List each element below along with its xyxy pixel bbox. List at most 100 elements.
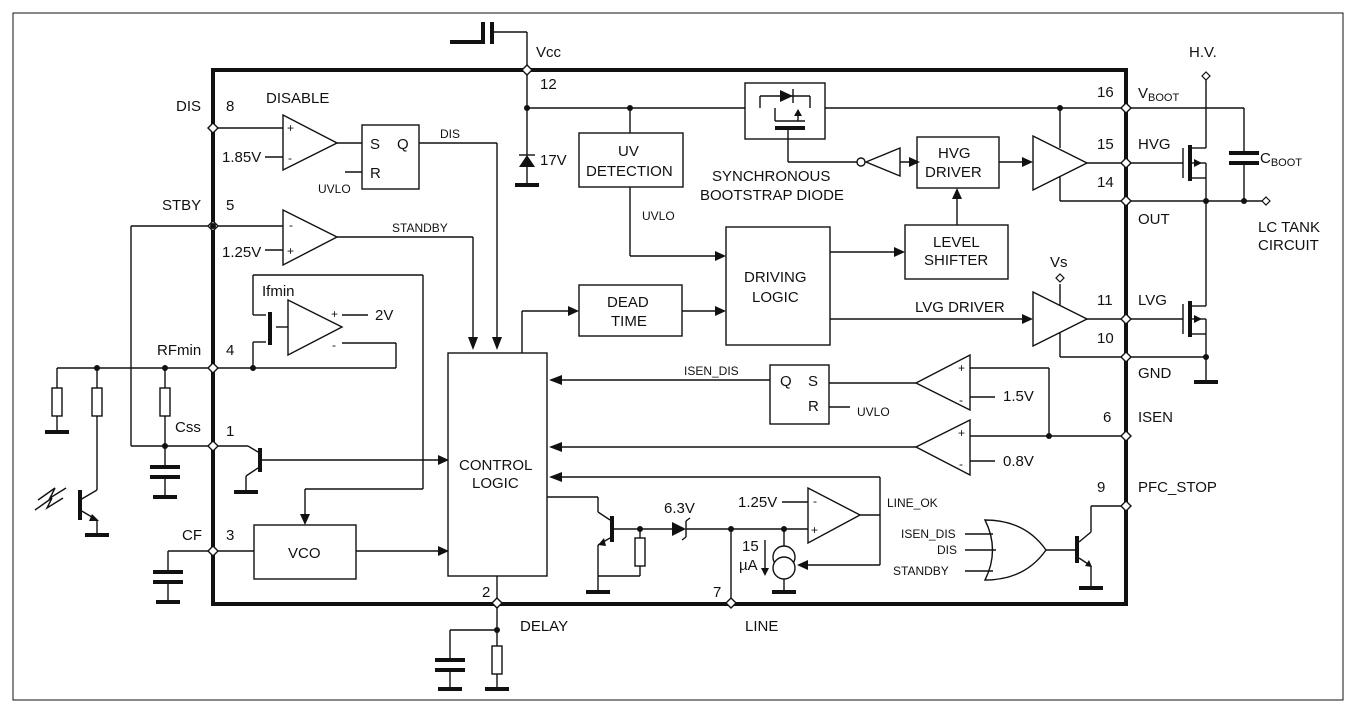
- standby-comparator: - + 1.25V STANDBY: [210, 208, 478, 350]
- svg-text:+: +: [331, 307, 338, 321]
- pin-16: 16: [1097, 84, 1114, 101]
- svg-text:-: -: [959, 393, 963, 407]
- svg-text:-: -: [813, 494, 817, 508]
- svg-text:-: -: [288, 151, 292, 165]
- pin-9: 9: [1097, 479, 1105, 496]
- hvg-driver-label-2: DRIVER: [925, 164, 982, 181]
- ifmin-section: Ifmin + - 2V: [218, 274, 424, 489]
- sync-label-2: BOOTSTRAP DIODE: [700, 187, 844, 204]
- control-logic-label-1: CONTROL: [459, 457, 532, 474]
- v63-label: 6.3V: [664, 500, 695, 517]
- vco-section: VCO: [218, 488, 449, 580]
- vcc-section: Vcc 12 17V: [450, 22, 1126, 187]
- driving-logic-block: [725, 226, 831, 346]
- v08-label: 0.8V: [1003, 453, 1034, 470]
- pin-5: 5: [226, 197, 234, 214]
- sync-label-1: SYNCHRONOUS: [712, 168, 830, 185]
- pin-delay-label: DELAY: [520, 618, 568, 635]
- control-logic-block: [447, 352, 548, 577]
- disable-label: DISABLE: [266, 90, 329, 107]
- pin-isen-label: ISEN: [1138, 409, 1173, 426]
- left-external-network: [34, 225, 208, 604]
- line-ok-label: LINE_OK: [887, 496, 938, 510]
- level-shifter-label-2: SHIFTER: [924, 252, 988, 269]
- pin-dis-label: DIS: [176, 98, 201, 115]
- svg-text:+: +: [287, 244, 294, 258]
- pin-2: 2: [482, 584, 490, 601]
- svg-text:Q: Q: [397, 136, 409, 153]
- vcc-pin-marker: [521, 64, 533, 76]
- pin-markers-right: [1120, 102, 1132, 512]
- ic-body: [211, 68, 1128, 606]
- lc-tank-label-2: CIRCUIT: [1258, 237, 1319, 254]
- v15-label: 1.5V: [1003, 388, 1034, 405]
- pin-line-label: LINE: [745, 618, 778, 635]
- pin-cf-label: CF: [182, 527, 202, 544]
- dis-signal-label: DIS: [440, 127, 460, 141]
- lvg-driver-label: LVG DRIVER: [915, 299, 1005, 316]
- svg-text:R: R: [808, 398, 819, 415]
- uvlo-label-3: UVLO: [857, 405, 890, 419]
- uv-label-2: DETECTION: [586, 163, 673, 180]
- svg-text:-: -: [332, 338, 336, 352]
- i15-label-b: µA: [739, 557, 758, 574]
- pin-15: 15: [1097, 136, 1114, 153]
- hvg-driver-label-1: HVG: [938, 145, 971, 162]
- svg-text:+: +: [958, 361, 965, 375]
- control-logic-label-2: LOGIC: [472, 475, 519, 492]
- figure-frame: [12, 12, 1344, 701]
- svg-text:R: R: [370, 165, 381, 182]
- svg-text:S: S: [370, 136, 380, 153]
- svg-text:+: +: [811, 523, 818, 537]
- pin-11: 11: [1097, 292, 1113, 309]
- pin-4: 4: [226, 342, 234, 359]
- isen-latch: [769, 364, 830, 425]
- hv-label: H.V.: [1189, 44, 1217, 61]
- sync-bootstrap-diode: SYNCHRONOUS BOOTSTRAP DIODE: [700, 82, 844, 204]
- svg-text:Q: Q: [780, 373, 792, 390]
- pin-3: 3: [226, 527, 234, 544]
- half-bridge: H.V. CBOOT LC TANK CIRCUIT: [1131, 44, 1320, 384]
- disable-comparator: DISABLE + - 1.85V S Q R UVLO DIS: [218, 90, 502, 350]
- pin-10: 10: [1097, 330, 1114, 347]
- dead-time-block: [578, 284, 683, 337]
- driving-logic-label-2: LOGIC: [752, 289, 799, 306]
- cboot-label: CBOOT: [1260, 150, 1302, 169]
- v125b-label: 1.25V: [738, 494, 777, 511]
- ifmin-label: Ifmin: [262, 283, 295, 300]
- svg-text:+: +: [958, 426, 965, 440]
- disable-latch: [361, 124, 420, 190]
- or-input-dis: DIS: [937, 543, 957, 557]
- isen-comparators: + - 1.5V Q S R UVLO ISEN_DIS + - 0.8V: [549, 353, 1126, 477]
- css-transistor: [218, 445, 449, 494]
- uvlo-label-1: UVLO: [318, 182, 351, 196]
- light-arrow-icon: [37, 487, 67, 501]
- hvg-driver-block: [916, 136, 1000, 189]
- or-input-standby: STANDBY: [893, 564, 949, 578]
- level-shifter-block: [904, 224, 1009, 280]
- uvlo-label-2: UVLO: [642, 209, 675, 223]
- pin-rfmin-label: RFmin: [157, 342, 201, 359]
- svg-text:-: -: [289, 218, 293, 232]
- lc-tank-label-1: LC TANK: [1258, 219, 1320, 236]
- uv-label-1: UV: [618, 143, 639, 160]
- pin-14: 14: [1097, 174, 1114, 191]
- svg-text:-: -: [959, 457, 963, 471]
- vco-block: [253, 524, 357, 580]
- pin-out-label: OUT: [1138, 211, 1170, 228]
- vs-label: Vs: [1050, 254, 1068, 271]
- pin-12: 12: [540, 76, 557, 93]
- pin-stby-label: STBY: [162, 197, 201, 214]
- pfc-stop-section: ISEN_DIS DIS STANDBY: [893, 505, 1126, 590]
- zener-17v-icon: [519, 155, 535, 167]
- uv-detection-section: UV DETECTION UVLO: [578, 132, 726, 261]
- pin-lvg-label: LVG: [1138, 292, 1167, 309]
- pin-1: 1: [226, 423, 234, 440]
- uv-detection-block: [578, 132, 684, 188]
- level-shifter-label-1: LEVEL: [933, 234, 980, 251]
- pin-6: 6: [1103, 409, 1111, 426]
- dead-time-label-2: TIME: [611, 313, 647, 330]
- inverter-icon: [864, 146, 901, 178]
- standby-signal-label: STANDBY: [392, 221, 448, 235]
- driving-logic-label-1: DRIVING: [744, 269, 807, 286]
